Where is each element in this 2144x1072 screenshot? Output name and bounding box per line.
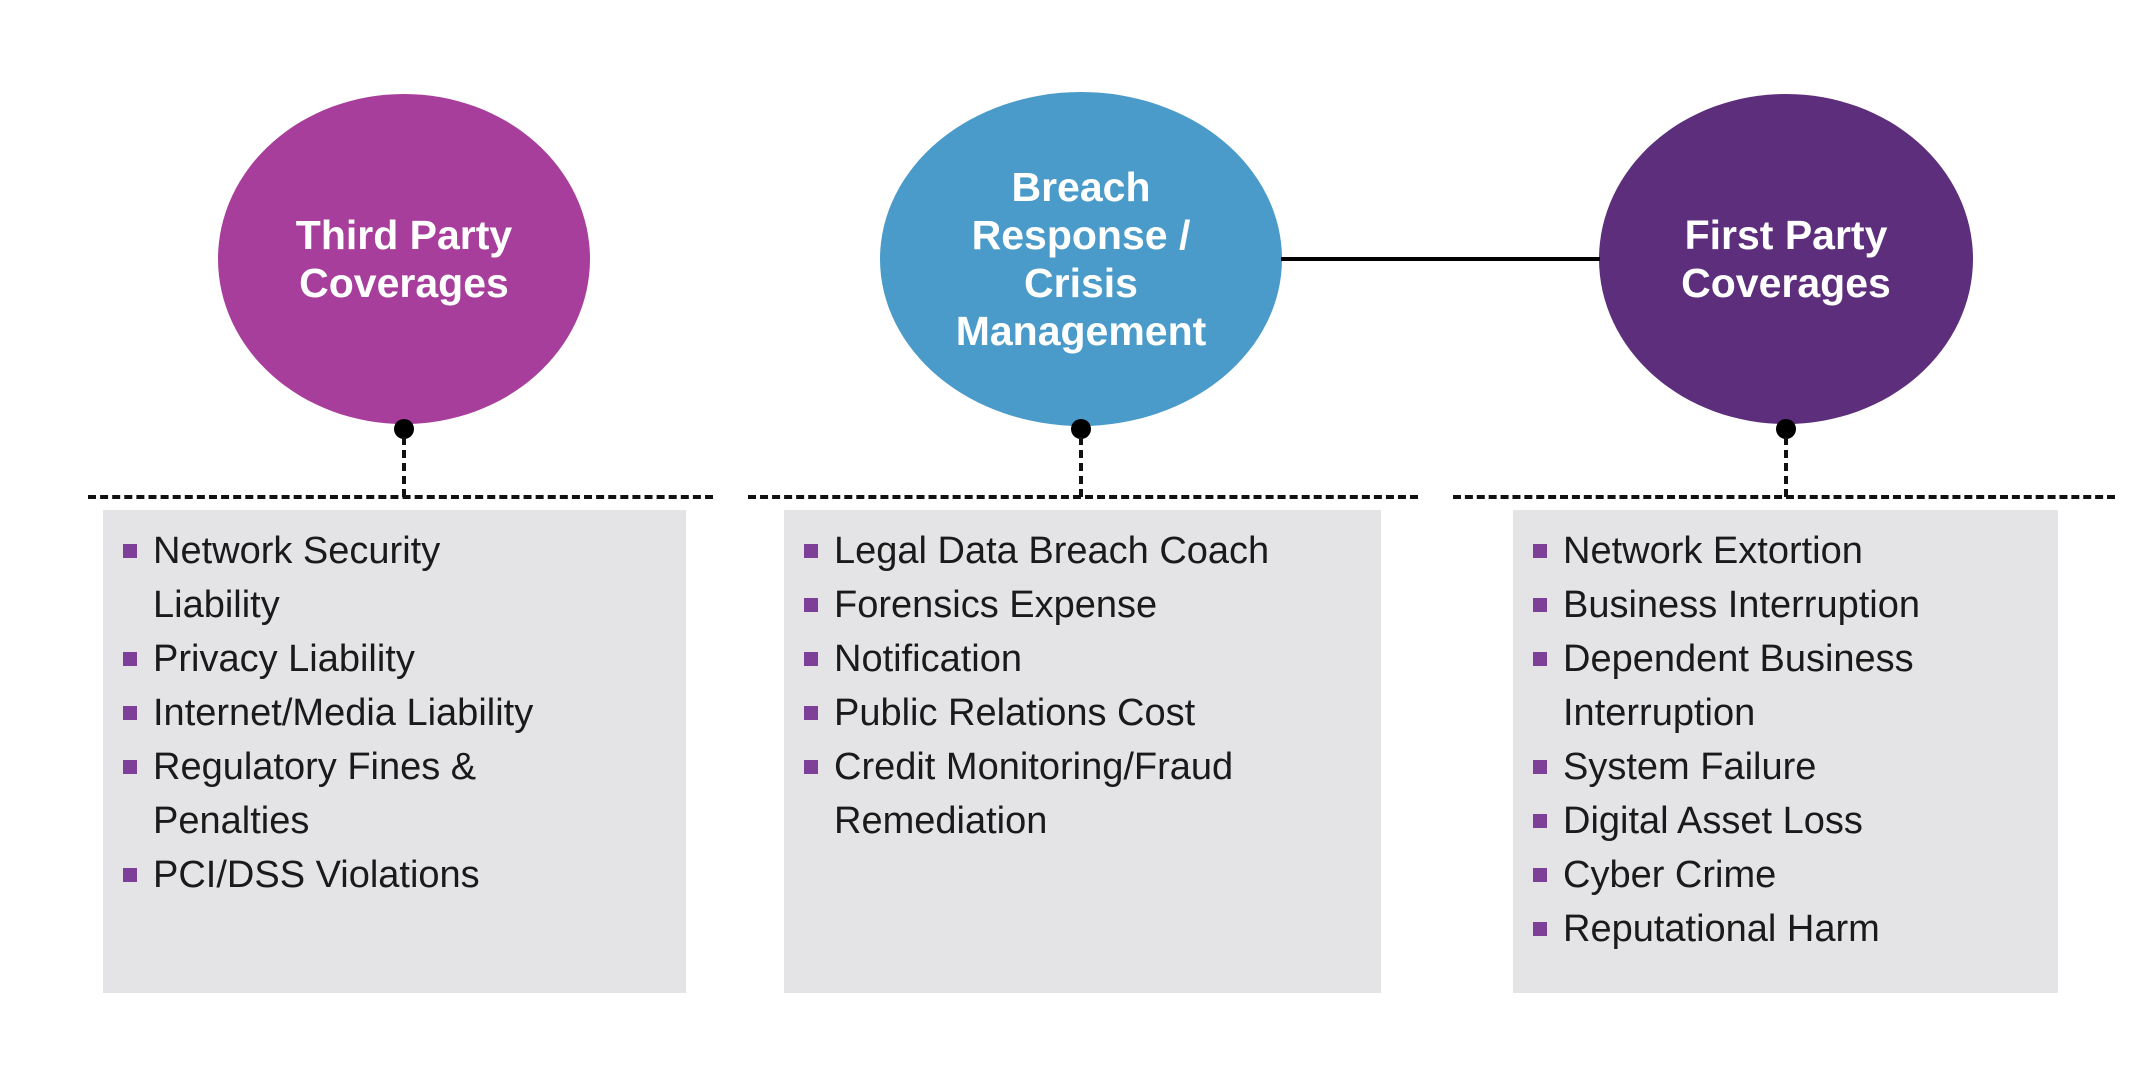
bullet-square-icon	[123, 706, 137, 720]
dashed-drop-line-1	[402, 437, 406, 497]
bullet-square-icon	[1533, 922, 1547, 936]
bullet-square-icon	[1533, 868, 1547, 882]
coverage-list-item: Network Extortion	[1533, 524, 2038, 578]
coverage-item-label: Credit Monitoring/Fraud Remediation	[834, 746, 1234, 842]
coverage-list-item: PCI/DSS Violations	[123, 848, 666, 902]
coverage-list-item: Credit Monitoring/Fraud Remediation	[804, 740, 1361, 848]
coverage-list-item: Dependent Business Interruption	[1533, 632, 2038, 740]
dashed-drop-line-2	[1079, 437, 1083, 497]
bullet-square-icon	[804, 598, 818, 612]
coverage-item-label: System Failure	[1563, 746, 1817, 788]
bullet-square-icon	[804, 706, 818, 720]
bullet-square-icon	[123, 544, 137, 558]
coverage-item-label: Notification	[834, 638, 1022, 680]
bullet-square-icon	[804, 760, 818, 774]
coverage-list-item: Privacy Liability	[123, 632, 666, 686]
solid-connector-line	[1281, 257, 1600, 261]
dashed-drop-line-3	[1784, 437, 1788, 497]
breach-response-circle: Breach Response / Crisis Management	[880, 92, 1282, 426]
coverage-list-item: Legal Data Breach Coach	[804, 524, 1361, 578]
coverage-item-label: Digital Asset Loss	[1563, 800, 1863, 842]
coverage-list-item: Cyber Crime	[1533, 848, 2038, 902]
dashed-separator-1	[88, 495, 713, 499]
coverage-item-label: Reputational Harm	[1563, 908, 1880, 950]
dashed-separator-2	[748, 495, 1418, 499]
dashed-separator-3	[1453, 495, 2115, 499]
bullet-square-icon	[1533, 652, 1547, 666]
coverage-item-label: Business Interruption	[1563, 584, 1920, 626]
coverage-item-label: Network Extortion	[1563, 530, 1863, 572]
coverage-item-label: Cyber Crime	[1563, 854, 1777, 896]
first-party-circle-label: First Party Coverages	[1681, 212, 1891, 306]
coverage-list-item: Network Security Liability	[123, 524, 666, 632]
bullet-square-icon	[123, 652, 137, 666]
breach-response-circle-label: Breach Response / Crisis Management	[955, 164, 1207, 354]
coverage-list-item: Internet/Media Liability	[123, 686, 666, 740]
connector-dot-3	[1776, 419, 1796, 439]
bullet-square-icon	[1533, 598, 1547, 612]
coverage-item-label: Dependent Business Interruption	[1563, 638, 1914, 734]
coverage-list-item: Reputational Harm	[1533, 902, 2038, 956]
bullet-square-icon	[123, 760, 137, 774]
first-party-circle: First Party Coverages	[1599, 94, 1973, 424]
coverage-list-item: System Failure	[1533, 740, 2038, 794]
connector-dot-1	[394, 419, 414, 439]
coverage-item-label: Legal Data Breach Coach	[834, 530, 1270, 572]
bullet-square-icon	[1533, 814, 1547, 828]
third-party-circle: Third Party Coverages	[218, 94, 590, 424]
bullet-square-icon	[1533, 760, 1547, 774]
coverage-list-item: Business Interruption	[1533, 578, 2038, 632]
bullet-square-icon	[804, 652, 818, 666]
coverage-list-item: Digital Asset Loss	[1533, 794, 2038, 848]
coverage-item-label: Network Security Liability	[153, 530, 441, 626]
coverage-list-item: Public Relations Cost	[804, 686, 1361, 740]
coverage-item-label: Privacy Liability	[153, 638, 415, 680]
coverage-item-label: Regulatory Fines & Penalties	[153, 746, 477, 842]
bullet-square-icon	[1533, 544, 1547, 558]
coverage-list-item: Regulatory Fines & Penalties	[123, 740, 666, 848]
coverage-list-item: Forensics Expense	[804, 578, 1361, 632]
coverage-item-label: Internet/Media Liability	[153, 692, 534, 734]
bullet-square-icon	[123, 868, 137, 882]
third-party-circle-label: Third Party Coverages	[295, 212, 513, 306]
coverage-item-label: PCI/DSS Violations	[153, 854, 480, 896]
connector-dot-2	[1071, 419, 1091, 439]
coverage-item-label: Forensics Expense	[834, 584, 1158, 626]
coverage-item-label: Public Relations Cost	[834, 692, 1196, 734]
bullet-square-icon	[804, 544, 818, 558]
coverage-list-item: Notification	[804, 632, 1361, 686]
